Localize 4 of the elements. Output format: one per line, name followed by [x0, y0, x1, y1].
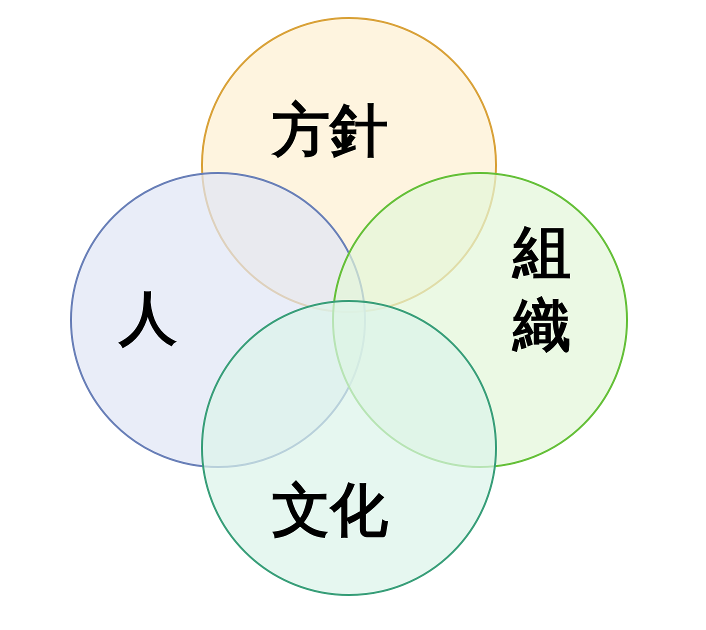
circle-label: 文化: [272, 481, 388, 539]
circle-label: 方針: [272, 101, 388, 159]
circle-label: 組織: [513, 217, 571, 360]
circle-label: 人: [119, 289, 177, 347]
